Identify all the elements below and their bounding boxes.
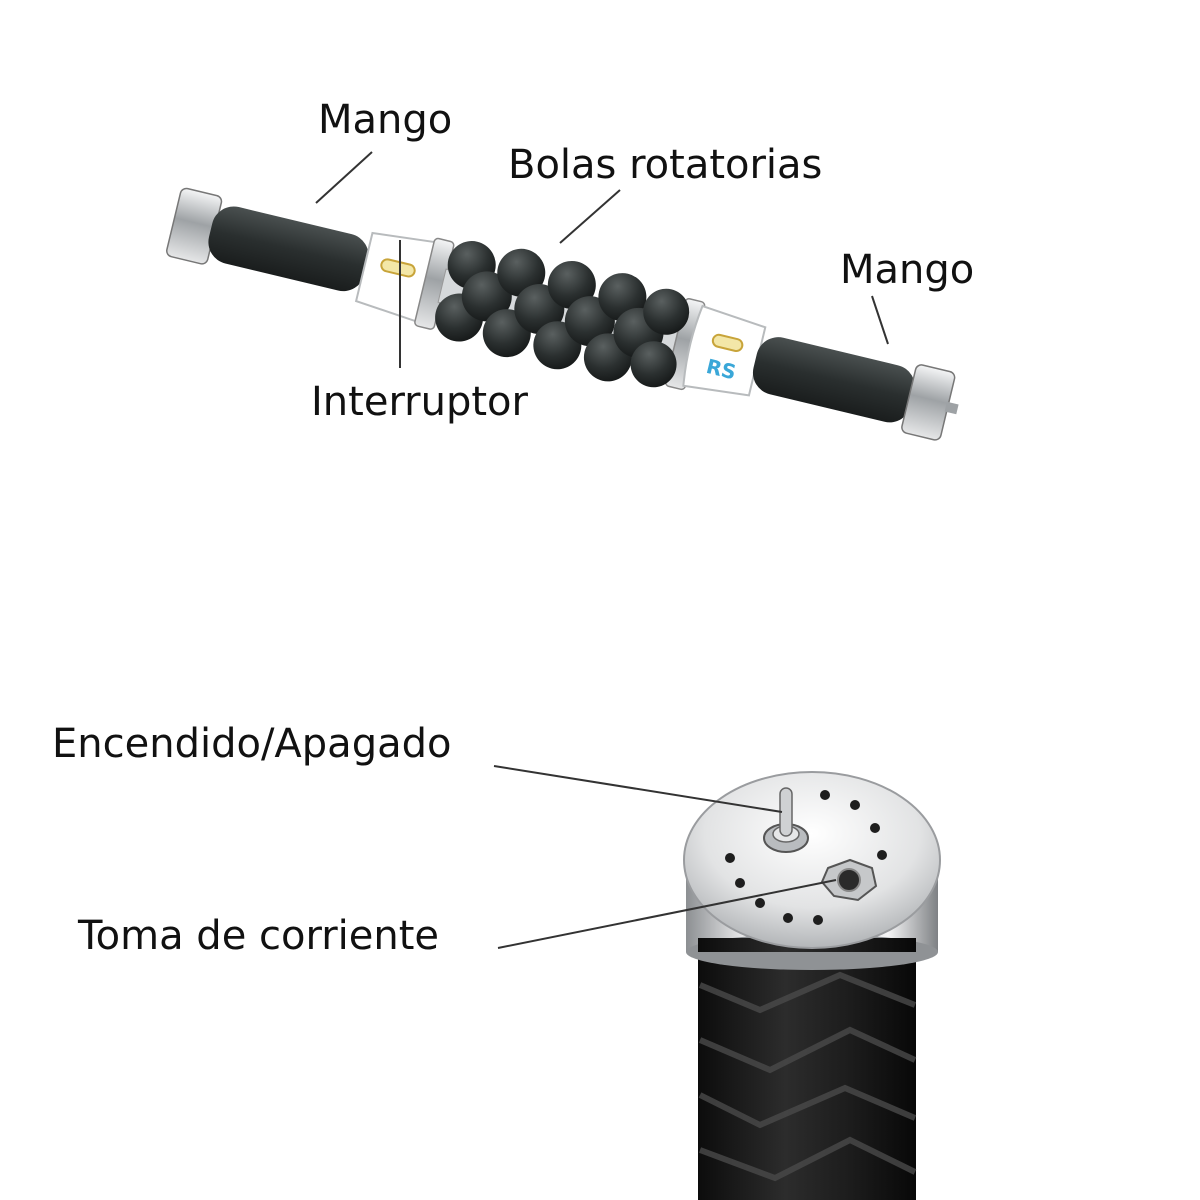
grip-pattern bbox=[698, 971, 917, 1182]
label-power-toggle: Encendido/Apagado bbox=[52, 721, 452, 767]
label-power-socket: Toma de corriente bbox=[78, 913, 440, 959]
leader-mango-right bbox=[871, 295, 889, 345]
vent-holes bbox=[725, 790, 887, 925]
power-socket bbox=[820, 858, 878, 902]
label-handle-right: Mango bbox=[840, 247, 975, 293]
leader-lines-1 bbox=[315, 151, 889, 368]
handle-closeup bbox=[683, 771, 941, 1200]
label-handle-top: Mango bbox=[318, 97, 453, 143]
right-body bbox=[682, 304, 767, 397]
leader-lines-2 bbox=[493, 765, 837, 949]
end-pin bbox=[944, 401, 959, 415]
right-button bbox=[711, 333, 744, 353]
label-rotating-balls: Bolas rotatorias bbox=[508, 142, 823, 188]
leader-bolas bbox=[559, 189, 621, 244]
leader-encendido bbox=[493, 765, 783, 813]
right-grip bbox=[752, 337, 915, 423]
toggle-switch bbox=[763, 787, 809, 853]
leader-toma bbox=[497, 879, 837, 949]
top-cap bbox=[683, 771, 941, 949]
rotating-balls bbox=[435, 241, 690, 388]
leader-mango-top bbox=[315, 151, 373, 204]
massage-roller: RS bbox=[166, 187, 959, 441]
left-grip bbox=[208, 206, 369, 292]
label-switch: Interruptor bbox=[311, 379, 528, 425]
